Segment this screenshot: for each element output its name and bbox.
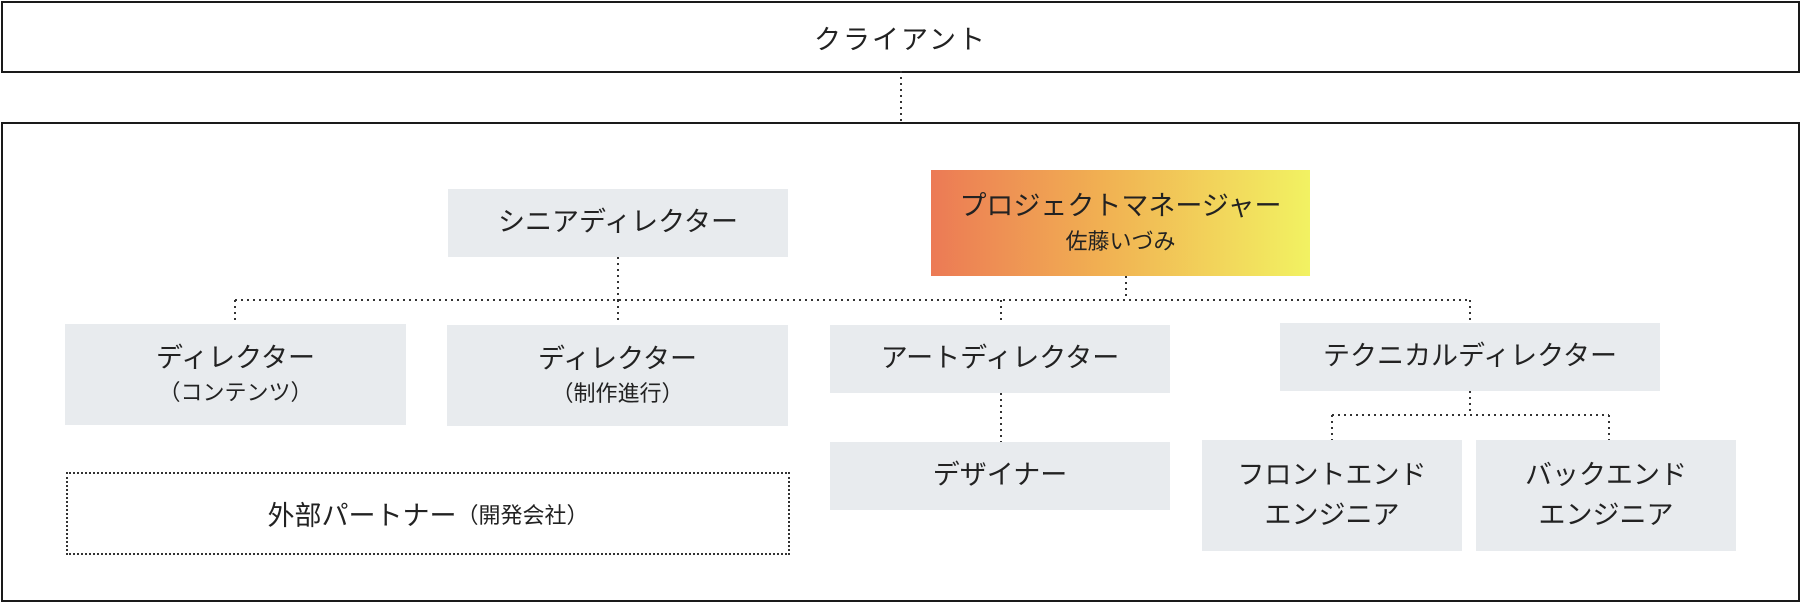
client-label: クライアント [814, 24, 987, 56]
technical-director-box: テクニカルディレクター [1280, 323, 1660, 391]
director-progress-box: ディレクター （制作進行） [447, 325, 788, 426]
external-partner-title: 外部パートナー [267, 501, 457, 532]
senior-director-box: シニアディレクター [448, 189, 788, 257]
external-partner-box: 外部パートナー（開発会社） [66, 472, 790, 555]
director-content-title: ディレクター [155, 342, 316, 374]
designer-label: デザイナー [932, 460, 1068, 492]
backend-engineer-line1: バックエンド [1525, 460, 1687, 492]
backend-engineer-box: バックエンド エンジニア [1476, 440, 1736, 551]
frontend-engineer-line1: フロントエンド [1237, 460, 1427, 492]
project-manager-name: 佐藤いづみ [1065, 229, 1176, 255]
external-partner-sub: （開発会社） [456, 503, 589, 529]
senior-director-label: シニアディレクター [497, 207, 739, 239]
technical-director-label: テクニカルディレクター [1322, 341, 1618, 373]
director-progress-title: ディレクター [537, 343, 698, 375]
project-manager-title: プロジェクトマネージャー [959, 191, 1282, 223]
art-director-label: アートディレクター [880, 343, 1120, 375]
backend-engineer-line2: エンジニア [1538, 499, 1674, 531]
director-content-box: ディレクター （コンテンツ） [65, 324, 406, 425]
designer-box: デザイナー [830, 442, 1170, 510]
art-director-box: アートディレクター [830, 325, 1170, 393]
client-box: クライアント [1, 1, 1800, 73]
frontend-engineer-box: フロントエンド エンジニア [1202, 440, 1462, 551]
project-manager-box: プロジェクトマネージャー 佐藤いづみ [931, 170, 1310, 276]
director-content-sub: （コンテンツ） [158, 381, 313, 407]
director-progress-sub: （制作進行） [551, 382, 684, 408]
frontend-engineer-line2: エンジニア [1264, 499, 1400, 531]
